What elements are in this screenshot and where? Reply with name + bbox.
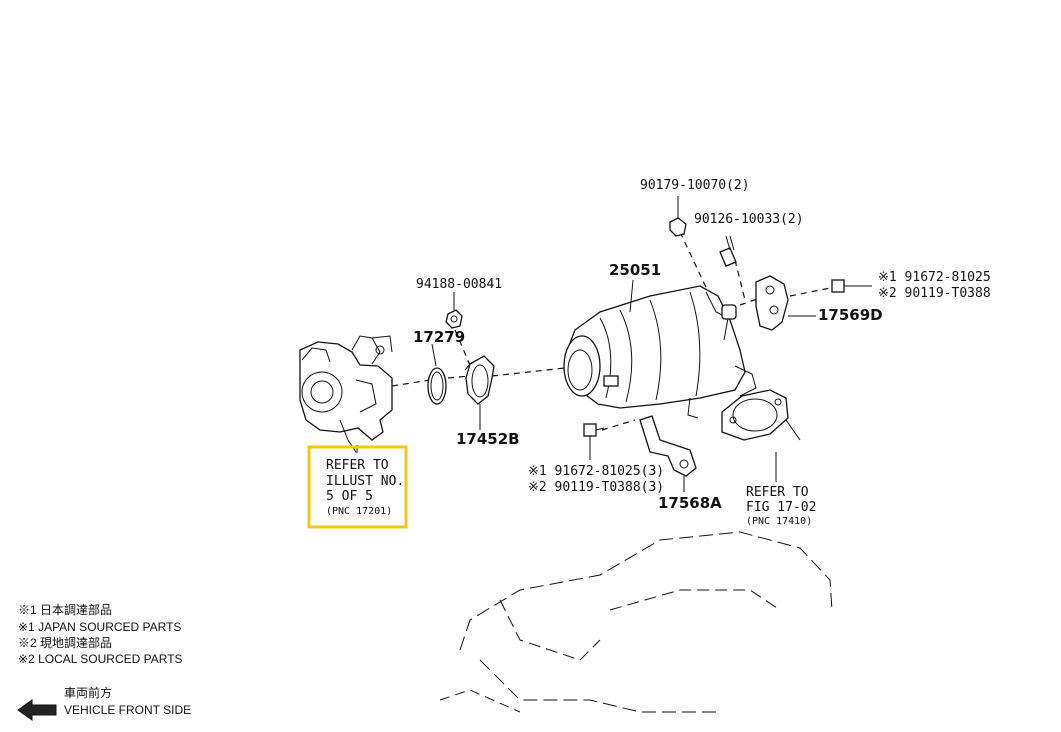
ref-fig-line3: (PNC 17410) xyxy=(746,516,812,527)
assembly-lines xyxy=(391,231,831,431)
clamp-17452b-part[interactable] xyxy=(464,355,495,405)
label-17568a[interactable]: 17568A xyxy=(658,494,722,512)
catalytic-converter-part[interactable] xyxy=(563,285,757,419)
highlight-box[interactable] xyxy=(307,445,408,529)
ref-illust-line3: 5 OF 5 xyxy=(326,489,373,504)
stay-17568a-part[interactable] xyxy=(639,415,697,477)
label-17452b[interactable]: 17452B xyxy=(456,430,520,448)
ref-illust-line4: (PNC 17201) xyxy=(326,506,392,517)
stud-90126-part[interactable] xyxy=(719,235,737,267)
legend-line4: ※2 LOCAL SOURCED PARTS xyxy=(18,652,183,666)
engine-block-outline xyxy=(439,531,833,713)
arrow-left-icon xyxy=(17,699,57,721)
ref-illust-note[interactable]: REFER TO ILLUST NO. 5 OF 5 (PNC 17201) xyxy=(326,458,404,517)
label-94188[interactable]: 94188-00841 xyxy=(416,277,502,292)
ref-fig-line1: REFER TO xyxy=(746,485,809,500)
legend-line3: ※2 現地調達部品 xyxy=(18,635,112,650)
label-25051[interactable]: 25051 xyxy=(609,261,661,279)
vehicle-front-indicator: 車両前方 VEHICLE FRONT SIDE xyxy=(17,685,191,721)
ref-fig-note[interactable]: REFER TO FIG 17-02 (PNC 17410) xyxy=(746,485,816,527)
label-91672-bottom[interactable]: ※1 91672-81025(3) xyxy=(528,464,664,479)
turbocharger-part[interactable] xyxy=(299,335,393,453)
front-label-en: VEHICLE FRONT SIDE xyxy=(64,703,191,717)
bolt-top-right-part[interactable] xyxy=(831,279,872,293)
label-90179[interactable]: 90179-10070(2) xyxy=(640,178,750,193)
label-17279[interactable]: 17279 xyxy=(413,328,465,346)
legend-line2: ※1 JAPAN SOURCED PARTS xyxy=(18,620,181,634)
label-17569d[interactable]: 17569D xyxy=(818,306,883,324)
leader-lines xyxy=(431,279,634,430)
ref-illust-line2: ILLUST NO. xyxy=(326,474,404,489)
front-label-jp: 車両前方 xyxy=(64,685,112,700)
nut-94188-part[interactable] xyxy=(445,309,463,329)
label-90126[interactable]: 90126-10033(2) xyxy=(694,212,804,227)
label-90119-bottom[interactable]: ※2 90119-T0388(3) xyxy=(528,480,664,495)
label-91672-top[interactable]: ※1 91672-81025 xyxy=(878,270,991,285)
nut-90179-part[interactable] xyxy=(669,217,687,237)
legend: ※1 日本調達部品 ※1 JAPAN SOURCED PARTS ※2 現地調達… xyxy=(18,602,183,666)
bracket-17569d-part[interactable] xyxy=(755,275,789,331)
gasket-17279-part[interactable] xyxy=(427,367,447,405)
ref-fig-line2: FIG 17-02 xyxy=(746,500,816,515)
label-90119-top[interactable]: ※2 90119-T0388 xyxy=(878,286,991,301)
legend-line1: ※1 日本調達部品 xyxy=(18,602,112,617)
ref-illust-line1: REFER TO xyxy=(326,458,389,473)
bolt-bottom-part[interactable] xyxy=(583,423,605,460)
flange-gasket-part[interactable] xyxy=(721,389,801,441)
